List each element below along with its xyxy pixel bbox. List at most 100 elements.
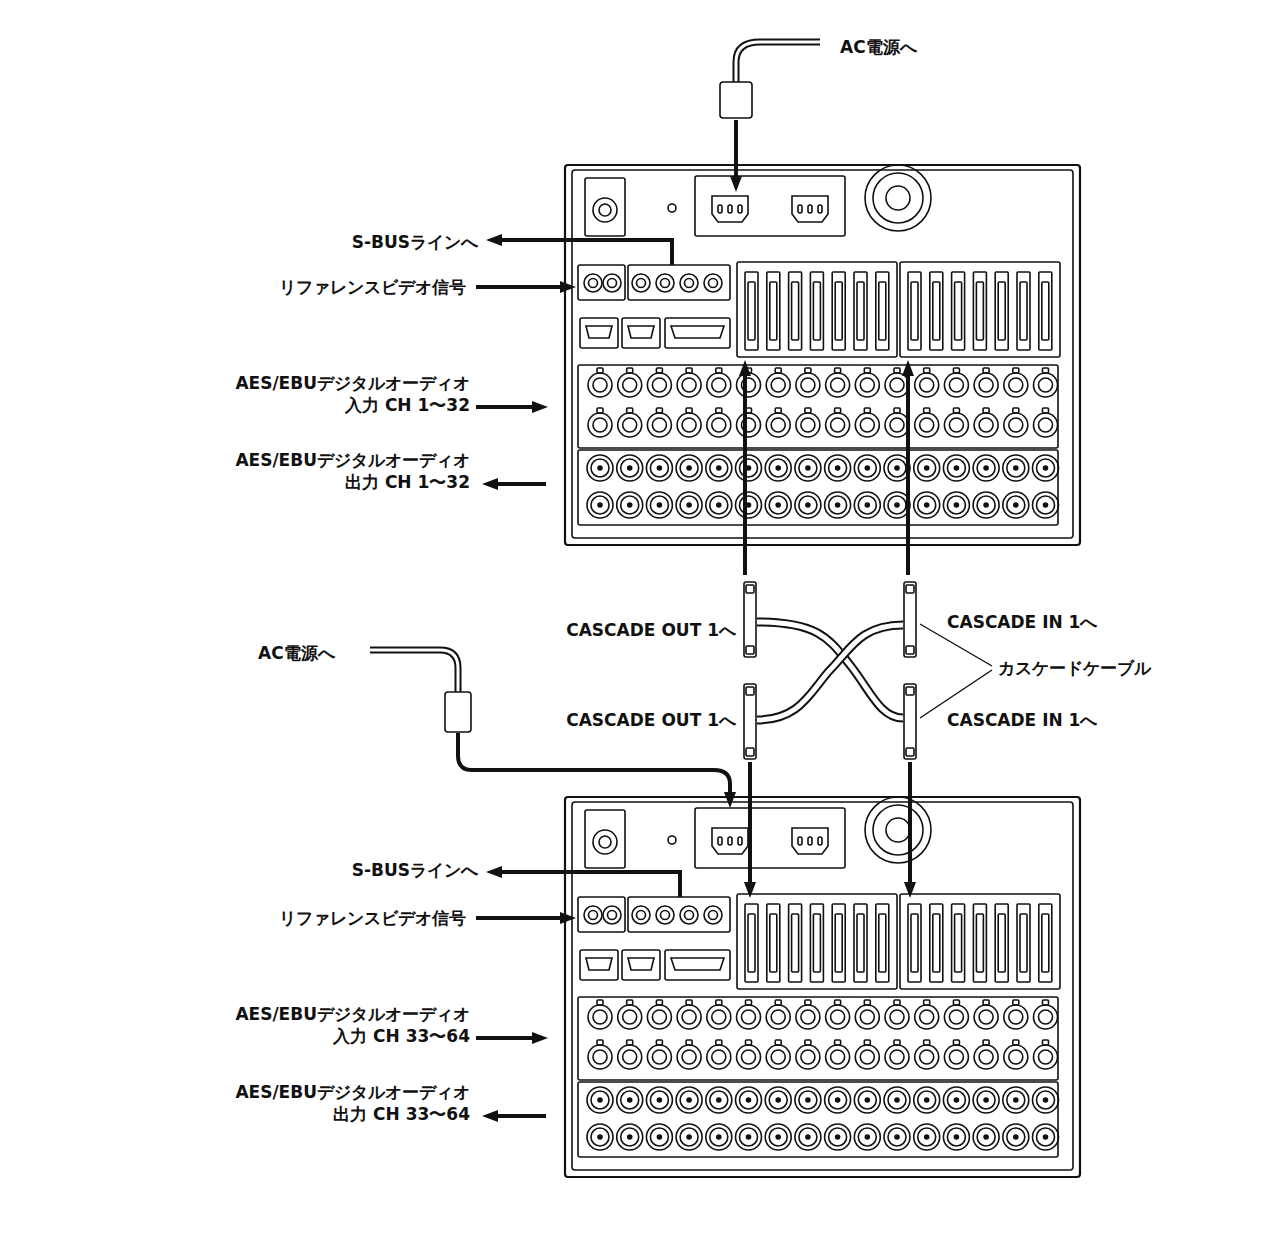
xlr-pin [1014, 1098, 1018, 1102]
xlr-input [1034, 1005, 1058, 1029]
cascade-slot [745, 272, 758, 350]
xlr-latch [775, 1040, 781, 1045]
xlr-input [588, 413, 612, 437]
xlr-pin [895, 1135, 899, 1139]
xlr-latch [627, 1000, 633, 1005]
xlr-pin [687, 1135, 691, 1139]
xlr-input [707, 1045, 731, 1069]
xlr-input-inner [890, 1050, 904, 1064]
xlr-output [795, 1087, 821, 1113]
signal-arrow [492, 1114, 546, 1118]
fan-ring [873, 173, 923, 223]
cascade-slot-inner [857, 282, 864, 340]
signal-arrow [476, 1036, 538, 1040]
xlr-output [676, 1087, 702, 1113]
xlr-input [588, 373, 612, 397]
xlr-output-inner [829, 1091, 847, 1109]
xlr-input-inner [890, 378, 904, 392]
xlr-pin [895, 1098, 899, 1102]
cascade-slot-inner [770, 914, 777, 972]
cascade-slot-inner [911, 282, 918, 340]
xlr-pin [598, 503, 602, 507]
xlr-input-inner [623, 418, 637, 432]
cascade-slot-inner [955, 282, 962, 340]
xlr-input-inner [949, 378, 963, 392]
xlr-input-inner [771, 1010, 785, 1024]
xlr-input [885, 1005, 909, 1029]
xlr-input-inner [979, 378, 993, 392]
cascade-slot [810, 272, 823, 350]
callout-label: リファレンスビデオ信号 [279, 907, 466, 929]
xlr-output-inner [740, 496, 758, 514]
xlr-input [915, 413, 939, 437]
xlr-pin [836, 503, 840, 507]
xlr-pin [836, 1135, 840, 1139]
xlr-pin [954, 1098, 958, 1102]
bnc-connector [584, 906, 602, 924]
xlr-latch [924, 1000, 930, 1005]
xlr-pin [865, 466, 869, 470]
xlr-latch [983, 408, 989, 413]
xlr-pin [628, 1135, 632, 1139]
cascade-slot-inner [998, 914, 1005, 972]
xlr-latch [953, 408, 959, 413]
cascade-slot [952, 904, 965, 982]
cascade-slot-inner [976, 914, 983, 972]
xlr-pin [895, 466, 899, 470]
xlr-input [885, 413, 909, 437]
inlet-pin [728, 837, 732, 845]
xlr-input [915, 373, 939, 397]
xlr-input-inner [890, 1010, 904, 1024]
xlr-output-inner [1007, 1128, 1025, 1146]
plug-screw [746, 585, 754, 593]
xlr-output-inner [591, 1091, 609, 1109]
xlr-input [974, 413, 998, 437]
xlr-output [617, 492, 643, 518]
xlr-input-inner [920, 1050, 934, 1064]
xlr-latch [835, 1000, 841, 1005]
xlr-input [855, 413, 879, 437]
dsub-connector [671, 326, 724, 338]
xlr-latch [835, 408, 841, 413]
xlr-pin [925, 1098, 929, 1102]
ground-screw [668, 204, 676, 212]
signal-label: AES/EBUデジタルオーディオ 入力 CH 33〜64 [231, 1003, 470, 1047]
cascade-plug [744, 684, 756, 759]
bnc-connector [680, 906, 698, 924]
xlr-output [914, 1124, 940, 1150]
xlr-pin [717, 1135, 721, 1139]
xlr-input [588, 1005, 612, 1029]
xlr-pin [747, 503, 751, 507]
cascade-slot [832, 904, 845, 982]
panel-inner [572, 802, 1073, 1170]
panel-inner [572, 170, 1073, 538]
xlr-output [795, 1124, 821, 1150]
xlr-latch [1043, 1040, 1049, 1045]
xlr-output-inner [799, 496, 817, 514]
xlr-output [736, 492, 762, 518]
bnc-inner [608, 279, 617, 288]
rear-panel [565, 797, 1080, 1177]
xlr-latch [627, 368, 633, 373]
xlr-input-inner [742, 1010, 756, 1024]
xlr-pin [1044, 1098, 1048, 1102]
xlr-input-inner [623, 1050, 637, 1064]
xlr-pin [984, 466, 988, 470]
card-slot-group [737, 262, 897, 357]
signal-arrow [492, 482, 546, 486]
callout-label: リファレンスビデオ信号 [279, 276, 466, 298]
xlr-output [736, 1087, 762, 1113]
xlr-output [765, 455, 791, 481]
callout-label: AC電源へ [840, 36, 917, 58]
xlr-pin [657, 466, 661, 470]
xlr-output [646, 1124, 672, 1150]
xlr-input [766, 413, 790, 437]
xlr-input-inner [771, 1050, 785, 1064]
cascade-slot-inner [792, 282, 799, 340]
xlr-input-inner [1009, 1010, 1023, 1024]
xlr-socket-inner [599, 204, 611, 216]
callout-label: S-BUSラインへ [352, 231, 478, 253]
xlr-output-inner [680, 1091, 698, 1109]
card-slot-group [900, 262, 1060, 357]
